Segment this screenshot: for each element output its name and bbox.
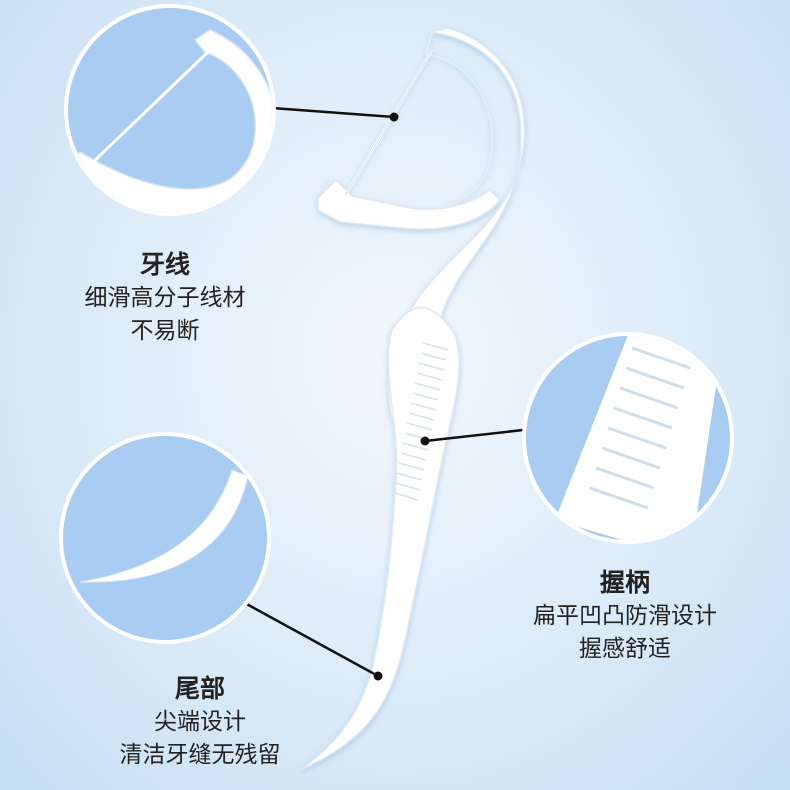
- grip-callout: 握柄 扁平凹凸防滑设计 握感舒适: [480, 566, 770, 666]
- tail-line-1: 尖端设计: [154, 709, 246, 735]
- tip-detail-magnifier: [59, 432, 271, 644]
- floss-detail-magnifier: [64, 4, 276, 216]
- floss-callout: 牙线 细滑高分子线材 不易断: [50, 248, 280, 348]
- grip-line-2: 握感舒适: [579, 636, 671, 662]
- tail-line-2: 清洁牙缝无残留: [119, 742, 281, 768]
- grip-detail-magnifier: [522, 332, 734, 544]
- leader-lines: [242, 106, 524, 678]
- floss-pick-illustration: [299, 27, 526, 771]
- floss-line-1: 细滑高分子线材: [84, 285, 246, 311]
- grip-line-1: 扁平凹凸防滑设计: [533, 603, 717, 629]
- leader-dots: [373, 112, 430, 681]
- tail-title: 尾部: [174, 674, 225, 703]
- tail-callout: 尾部 尖端设计 清洁牙缝无残留: [85, 672, 315, 772]
- floss-title: 牙线: [139, 250, 190, 279]
- floss-line-2: 不易断: [130, 318, 200, 344]
- grip-ridges: [394, 342, 449, 501]
- grip-title: 握柄: [599, 568, 650, 597]
